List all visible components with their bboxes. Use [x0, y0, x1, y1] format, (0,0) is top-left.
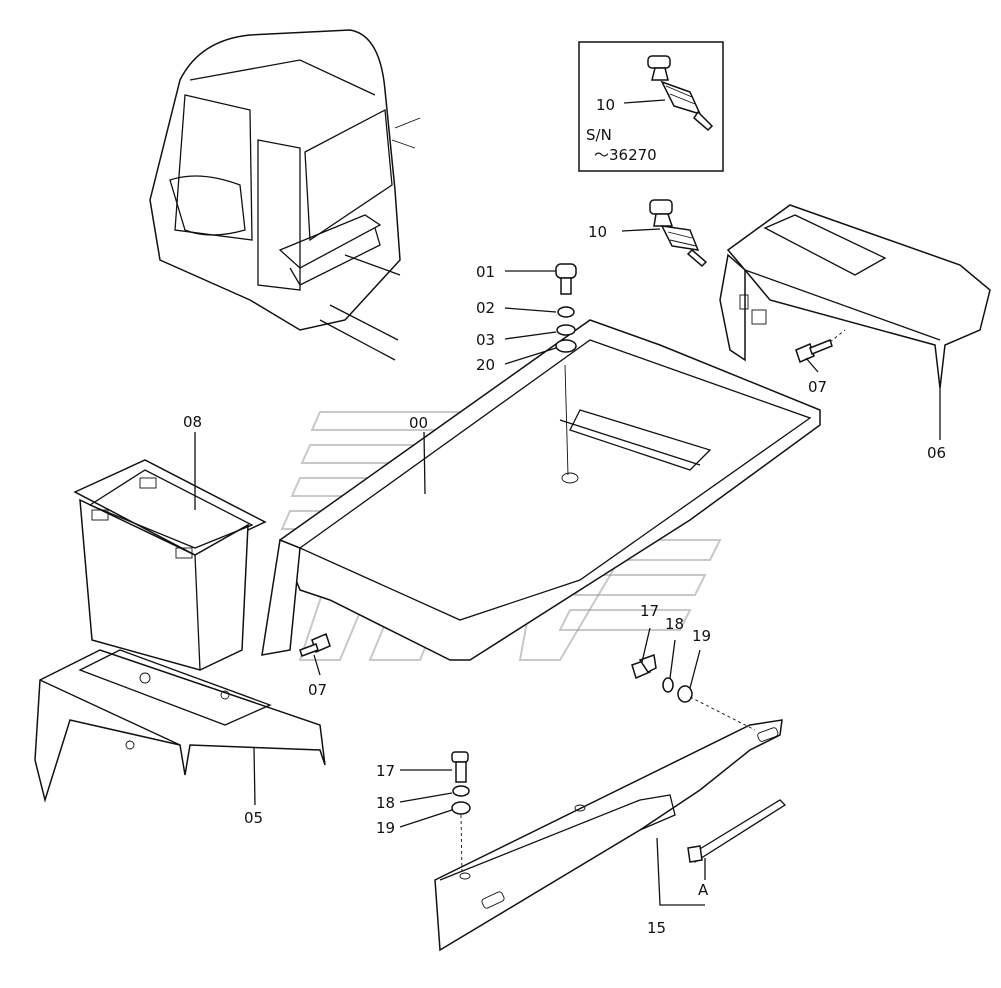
callout-00: 00: [409, 414, 428, 432]
callout-19-lower: 19: [376, 819, 395, 837]
callout-01: 01: [476, 263, 495, 281]
fastener-stack-drawing: [555, 263, 577, 353]
callout-10: 10: [588, 223, 607, 241]
part-a-drawing: [687, 799, 787, 863]
part-06-drawing: [719, 204, 991, 389]
inset-serial-range: ～36270: [594, 146, 657, 164]
callout-03: 03: [476, 331, 495, 349]
callout-06: 06: [927, 444, 946, 462]
callout-19-upper: 19: [692, 627, 711, 645]
callout-02: 02: [476, 299, 495, 317]
part-05-drawing: [34, 649, 326, 803]
callout-15: 15: [647, 919, 666, 937]
callout-20: 20: [476, 356, 495, 374]
part-15-drawing: [434, 719, 783, 952]
part-07-right-drawing: [795, 339, 833, 364]
part-00-drawing: [261, 319, 821, 661]
callout-07-right: 07: [808, 378, 827, 396]
callout-17-lower: 17: [376, 762, 395, 780]
inset-box: 10 S/N ～36270: [578, 41, 724, 172]
part-07-left-drawing: [299, 632, 331, 657]
part-08-drawing: [73, 459, 267, 671]
callout-17-upper: 17: [640, 602, 659, 620]
leader-lines: [194, 228, 941, 906]
fastener-17-18-19-upper-drawing: [631, 653, 693, 703]
callout-18-lower: 18: [376, 794, 395, 812]
fastener-17-18-19-lower-drawing: [451, 751, 471, 815]
callout-18-upper: 18: [665, 615, 684, 633]
part-10-old-drawing: [647, 55, 714, 132]
callout-a: A: [698, 881, 709, 899]
callout-07-left: 07: [308, 681, 327, 699]
inset-callout-10: 10: [596, 96, 615, 114]
inset-serial-label: S/N: [586, 126, 612, 144]
part-10-drawing: [649, 199, 708, 268]
cab-overview-drawing: [149, 29, 421, 361]
callout-05: 05: [244, 809, 263, 827]
callout-08: 08: [183, 413, 202, 431]
